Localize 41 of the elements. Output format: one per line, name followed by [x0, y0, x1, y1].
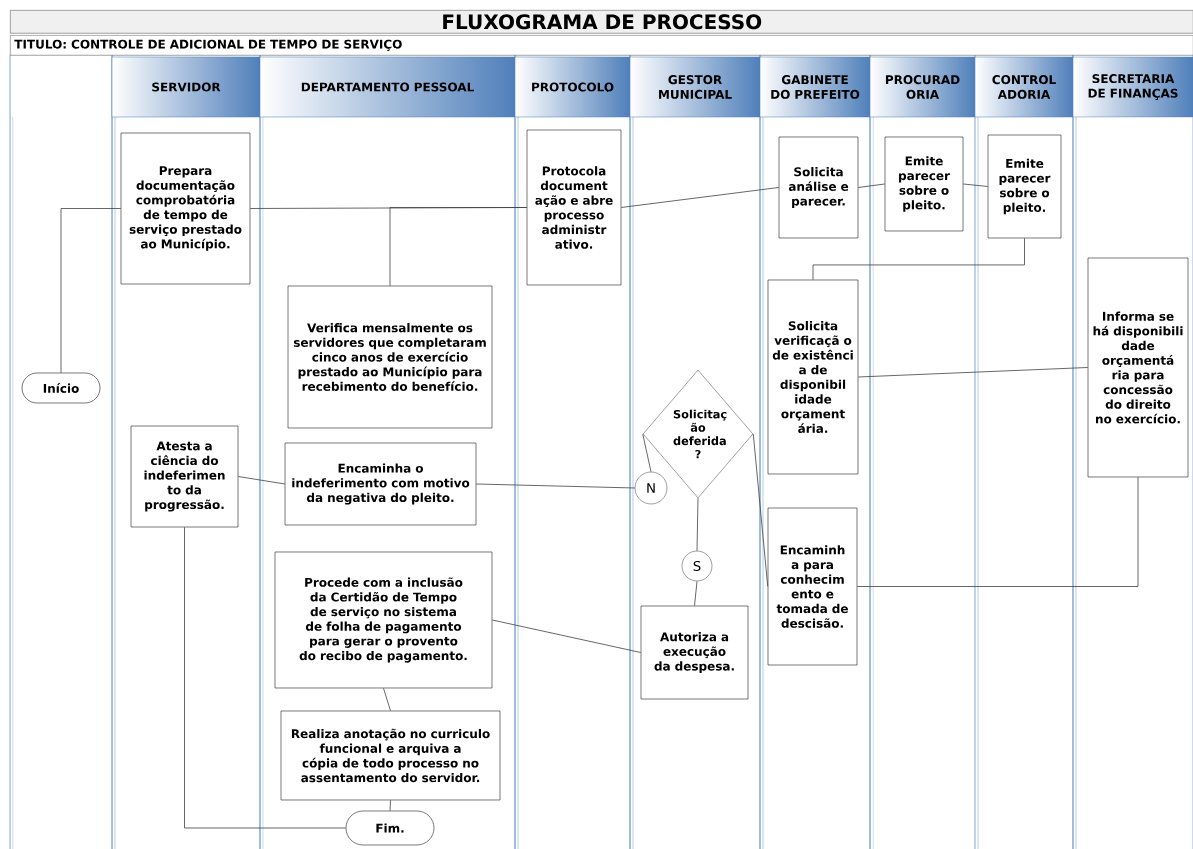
process-box: Prepara documentação comprobatória de tempo de serviço prestado ao Município.: [120, 132, 251, 285]
process-box: Solicita verificaçã o de existênci a de disponibil idade orçament ária.: [767, 279, 859, 475]
process-box: Encaminha o indeferimento com motivo da negativa do pleito.: [284, 442, 477, 526]
subtitle-bar: TITULO: CONTROLE DE ADICIONAL DE TEMPO DE SERVIÇO: [10, 35, 1193, 56]
connector-line: [857, 183, 886, 188]
connector-line: [237, 476, 286, 485]
process-box: Atesta a ciência do indeferimen to da progressão.: [130, 425, 239, 528]
connector-line: [184, 526, 347, 829]
connector-line: [389, 799, 391, 812]
process-box: Emite parecer sobre o pleito.: [987, 134, 1062, 239]
process-box: Solicita análise e parecer.: [778, 136, 859, 239]
process-box: Autoriza a execução da despesa.: [640, 605, 749, 700]
lane-header: CONTROL ADORIA: [974, 56, 1074, 118]
connector-line: [620, 187, 780, 208]
process-box: Realiza anotação no curriculo funcional e arquiva a cópia de todo processo no assentamento do servidor.: [280, 710, 501, 801]
lane-header: PROTOCOLO: [514, 56, 631, 118]
lane-header: GABINETE DO PREFEITO: [759, 56, 871, 118]
connector-line: [383, 687, 391, 712]
lane-header: SERVIDOR: [111, 56, 261, 118]
connector-line: [694, 580, 698, 607]
process-box: Informa se há disponibili dade orçamentá ria para concessão do direito no exercício.: [1087, 257, 1189, 478]
connector-line: [857, 367, 1089, 378]
connector-line: [856, 476, 1139, 587]
connector-line: [60, 208, 122, 374]
connector-line: [491, 619, 642, 653]
process-box: Emite parecer sobre o pleito.: [884, 136, 964, 232]
connector-line: [642, 433, 652, 473]
connector-line: [962, 183, 989, 187]
process-box: Procede com a inclusão da Certidão de Tempo de serviço no sistema de folha de pagamento para gerar o provento do recibo de pagamento.: [274, 551, 493, 689]
connector-line: [696, 497, 699, 552]
connector-line: [752, 433, 769, 587]
connector-line: [812, 237, 1025, 281]
lane-header: SECRETARIA DE FINANÇAS: [1072, 56, 1193, 118]
lane-header: PROCURAD ORIA: [869, 56, 976, 118]
title-bar: FLUXOGRAMA DE PROCESSO: [10, 10, 1193, 34]
process-box: Verifica mensalmente os servidores que completaram cinco anos de exercício prestado ao Município para recebimento do benefício.: [287, 285, 493, 429]
lane-header: GESTOR MUNICIPAL: [629, 56, 761, 118]
process-box: Encaminh a para conhecim ento e tomada de descisão.: [767, 507, 858, 666]
connector-line: [389, 207, 528, 287]
process-box: Protocola document ação e abre processo administr ativo.: [526, 129, 622, 286]
connector-line: [475, 483, 636, 489]
